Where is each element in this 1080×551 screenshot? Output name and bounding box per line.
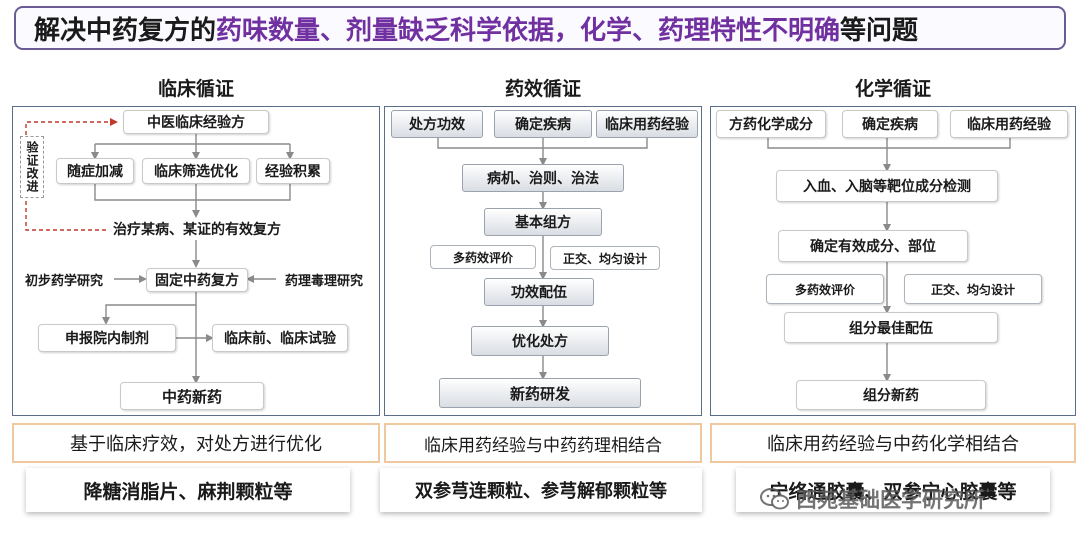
basic-prescription-node: 基本组方	[484, 208, 602, 236]
banner-text-end: 等问题	[840, 15, 919, 46]
component-new-drug-node: 组分新药	[796, 380, 986, 410]
chem-orthogonal-design-node: 正交、均匀设计	[904, 274, 1042, 304]
chemical-components-node: 方药化学成分	[716, 110, 826, 138]
watermark-text: 西苑基础医学研究所	[796, 488, 985, 512]
efficacy-column-title: 药效循证	[504, 78, 581, 100]
optimized-prescription-node: 优化处方	[471, 326, 609, 356]
chem-disease-determination-node: 确定疾病	[842, 110, 938, 138]
orthogonal-design-node: 正交、均匀设计	[550, 246, 660, 270]
banner-text-highlight: 药味数量、剂量缺乏科学依据，化学、药理特性不明确	[216, 15, 841, 46]
efficacy-example-drugs: 双参芎连颗粒、参芎解郁颗粒等	[380, 468, 702, 512]
experience-accumulation-node: 经验积累	[256, 158, 330, 184]
clinical-trial-node: 临床前、临床试验	[212, 324, 348, 352]
clinical-column-title: 临床循证	[157, 78, 234, 100]
efficacy-panel	[384, 106, 702, 416]
active-components-node: 确定有效成分、部位	[778, 230, 968, 262]
clinical-medication-experience-node: 临床用药经验	[596, 110, 698, 138]
multi-efficacy-eval-node: 多药效评价	[430, 245, 536, 269]
target-component-detection-node: 入血、入脑等靶位成分检测	[776, 170, 998, 202]
tcm-clinical-experience-node: 中医临床经验方	[123, 110, 269, 134]
disease-determination-node: 确定疾病	[494, 110, 592, 138]
new-drug-development-node: 新药研发	[439, 378, 641, 408]
new-tcm-drug-node: 中药新药	[120, 382, 264, 410]
header-banner: 解决中药复方的药味数量、剂量缺乏科学依据，化学、药理特性不明确等问题	[14, 6, 1066, 50]
watermark: 西苑基础医学研究所	[760, 484, 985, 514]
chem-multi-efficacy-node: 多药效评价	[766, 274, 884, 304]
chemical-column-title: 化学循证	[854, 78, 931, 100]
clinical-panel	[12, 106, 380, 416]
banner-text-start: 解决中药复方的	[34, 15, 217, 46]
symptom-adjustment-node: 随症加减	[56, 158, 134, 184]
chemical-summary: 临床用药经验与中药化学相结合	[710, 423, 1076, 463]
formula-efficacy-node: 处方功效	[391, 110, 483, 138]
clinical-screening-node: 临床筛选优化	[142, 158, 250, 184]
optimal-component-compatibility-node: 组分最佳配伍	[784, 312, 998, 343]
chemical-panel	[710, 106, 1076, 416]
clinical-example-drugs: 降糖消脂片、麻荆颗粒等	[26, 468, 350, 512]
hospital-preparation-node: 申报院内制剂	[38, 324, 176, 352]
clinical-summary: 基于临床疗效，对处方进行优化	[12, 423, 380, 463]
chem-clinical-experience-node: 临床用药经验	[950, 110, 1068, 138]
pharmacology-toxicology-node: 药理毒理研究	[276, 268, 372, 290]
efficacy-compatibility-node: 功效配伍	[484, 278, 594, 306]
verify-improve-label: 验证改进	[20, 136, 44, 198]
efficacy-summary: 临床用药经验与中药药理相结合	[384, 423, 702, 463]
wechat-icon	[760, 488, 789, 510]
effective-formula-node: 治疗某病、某证的有效复方	[106, 218, 288, 240]
preliminary-pharmacy-node: 初步药学研究	[14, 268, 114, 290]
pathogenesis-treatment-node: 病机、治则、治法	[462, 164, 624, 192]
fixed-formula-node: 固定中药复方	[146, 268, 248, 292]
